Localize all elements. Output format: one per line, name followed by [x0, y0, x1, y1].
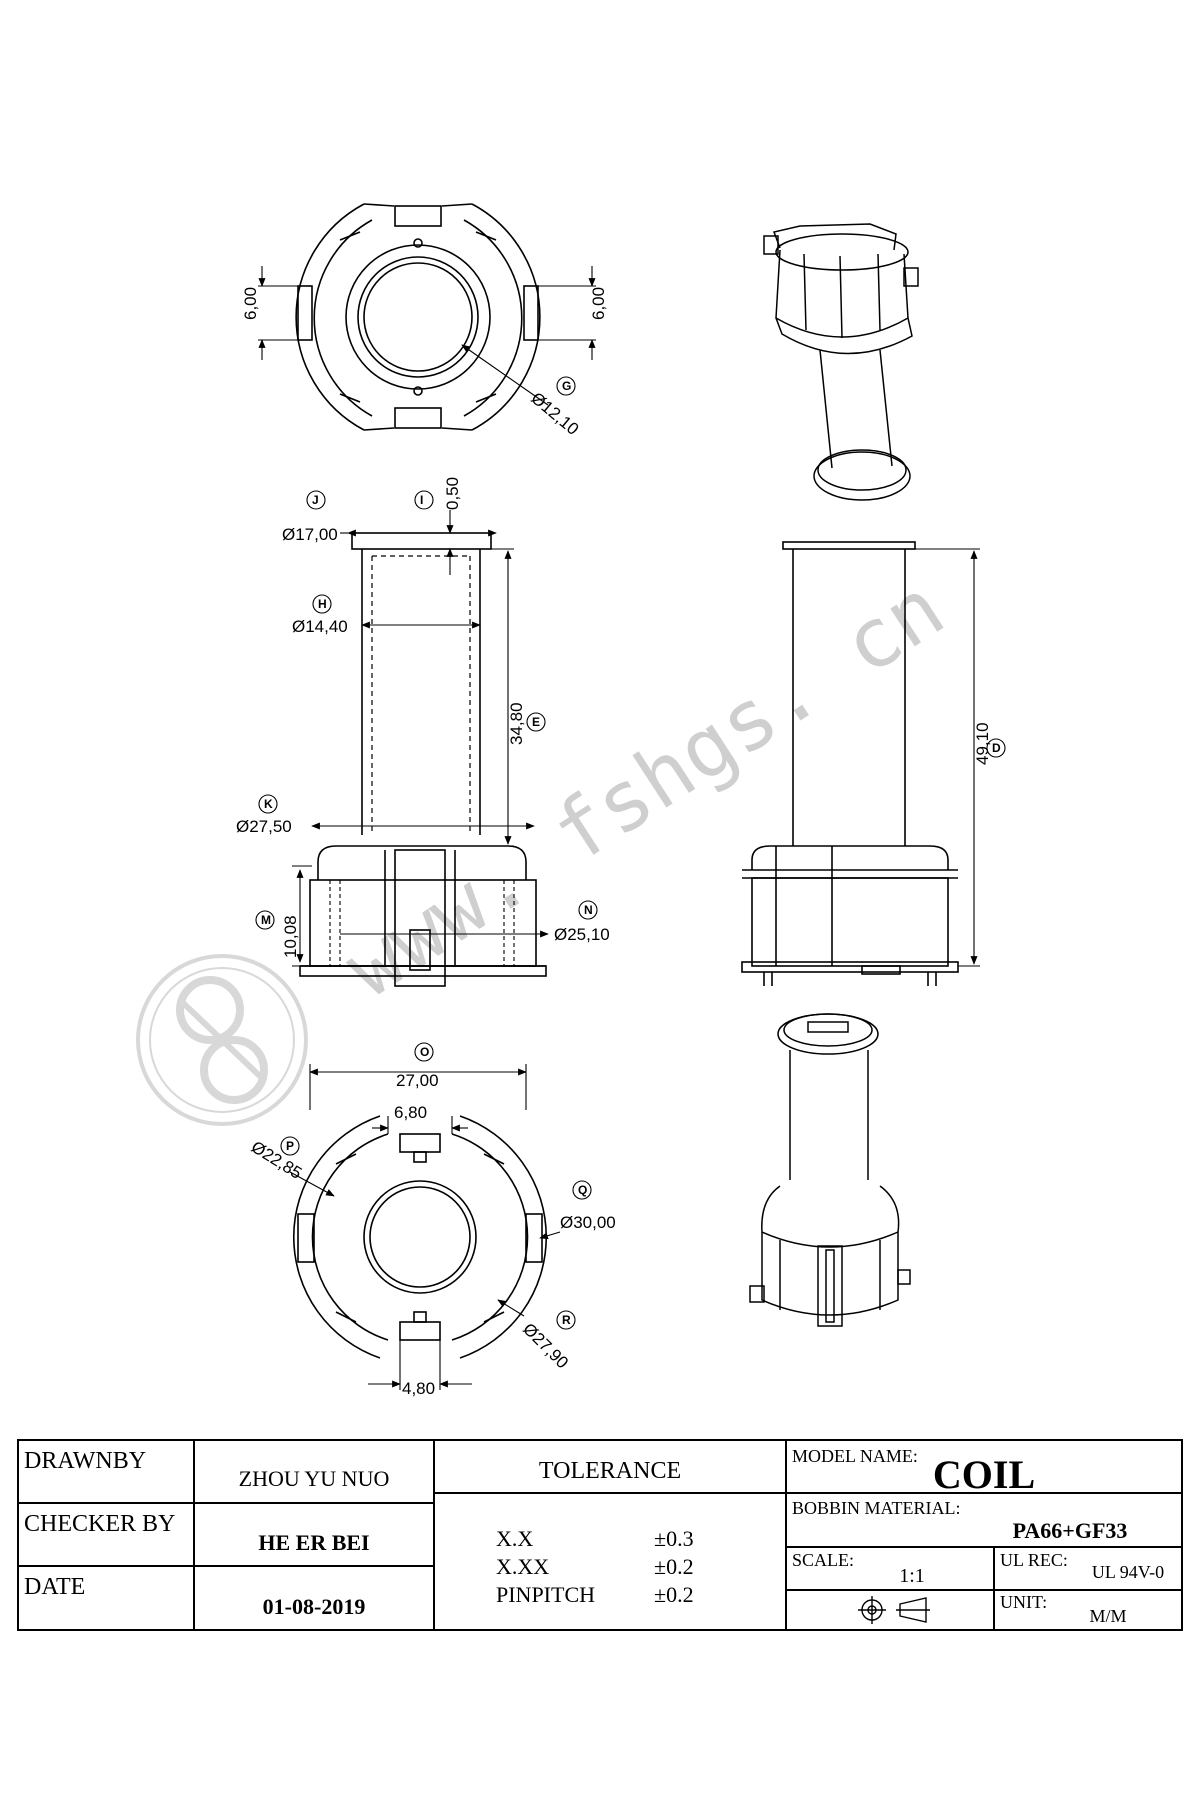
isometric-view-top — [763, 223, 919, 501]
tol-value-2: ±0.2 — [654, 1554, 694, 1579]
date-label: DATE — [24, 1574, 85, 1600]
bottom-view — [292, 1115, 548, 1359]
projection-symbol-icon — [858, 1596, 930, 1624]
tolerance-label: TOLERANCE — [539, 1458, 681, 1484]
model-value: COIL — [933, 1452, 1035, 1497]
tol-value-1: ±0.3 — [654, 1526, 694, 1551]
ul-label: UL REC: — [1000, 1550, 1068, 1570]
tol-key-1: X.X — [496, 1526, 533, 1551]
callout-n: N — [584, 903, 593, 917]
top-view-dimensions: 6,00 6,00 Ø12,10 G — [241, 266, 608, 439]
dim-base-inner: Ø25,10 — [554, 925, 610, 944]
dim-base-height: 10,08 — [281, 915, 300, 958]
scale-value: 1:1 — [899, 1565, 925, 1587]
dim-slot-top: 6,80 — [394, 1103, 427, 1122]
ul-value: UL 94V-0 — [1092, 1562, 1164, 1582]
watermark-text: www. fshgs. cn — [329, 561, 960, 1017]
drawn-by-label: DRAWNBY — [24, 1448, 146, 1474]
callout-m: M — [261, 913, 271, 927]
callout-g: G — [562, 379, 571, 393]
date-value: 01-08-2019 — [263, 1594, 366, 1619]
checker-label: CHECKER BY — [24, 1511, 175, 1537]
front-view — [299, 532, 547, 987]
dim-slot-bottom: 4,80 — [402, 1379, 435, 1398]
unit-label: UNIT: — [1000, 1592, 1047, 1612]
callout-k: K — [264, 797, 273, 811]
tol-key-2: X.XX — [496, 1554, 549, 1579]
model-label: MODEL NAME: — [792, 1446, 918, 1466]
watermark-seal — [136, 954, 308, 1126]
callout-h: H — [318, 597, 327, 611]
dim-top-right: 6,00 — [589, 287, 608, 320]
callout-j: J — [312, 493, 319, 507]
scale-label: SCALE: — [792, 1550, 854, 1570]
dim-dia-left: Ø22,85 — [248, 1137, 305, 1183]
tol-value-3: ±0.2 — [654, 1582, 694, 1607]
watermark: www. fshgs. cn — [136, 561, 961, 1126]
callout-p: P — [286, 1139, 294, 1153]
dim-base: Ø27,50 — [236, 817, 292, 836]
material-value: PA66+GF33 — [1013, 1518, 1128, 1543]
callout-r: R — [562, 1313, 571, 1327]
dim-flange: Ø17,00 — [282, 525, 338, 544]
dim-inner: Ø14,40 — [292, 617, 348, 636]
tol-key-3: PINPITCH — [496, 1582, 595, 1607]
dim-top-hole: Ø12,10 — [527, 389, 582, 439]
callout-i: I — [420, 493, 423, 507]
title-block: DRAWNBY ZHOU YU NUO CHECKER BY HE ER BEI… — [17, 1439, 1183, 1631]
callout-e: E — [532, 715, 540, 729]
side-view-dimensions: 49,10 D — [915, 548, 1006, 967]
dim-tube-height: 34,80 — [507, 702, 526, 745]
dim-wall: 0,50 — [443, 477, 462, 510]
dim-total-height: 49,10 — [973, 722, 992, 765]
callout-o: O — [420, 1045, 429, 1059]
checker-value: HE ER BEI — [258, 1530, 369, 1555]
unit-value: M/M — [1089, 1606, 1126, 1626]
isometric-view-bottom — [749, 1013, 911, 1327]
top-view — [295, 203, 541, 431]
dim-top-left: 6,00 — [241, 287, 260, 320]
dim-dia-right: Ø30,00 — [560, 1213, 616, 1232]
dim-bottom-width: 27,00 — [396, 1071, 439, 1090]
bottom-view-dimensions: 27,00 O 6,80 Ø22,85 P Ø30,00 Q Ø27,90 R … — [248, 1042, 616, 1398]
material-label: BOBBIN MATERIAL: — [792, 1498, 961, 1518]
callout-q: Q — [578, 1183, 587, 1197]
front-view-dimensions: Ø17,00 J 0,50 I Ø14,40 H 34,80 E Ø27,50 … — [236, 477, 610, 967]
side-view — [741, 541, 959, 986]
callout-d: D — [992, 741, 1001, 755]
dim-dia-bottom: Ø27,90 — [519, 1319, 572, 1372]
drawn-by-value: ZHOU YU NUO — [239, 1466, 390, 1491]
